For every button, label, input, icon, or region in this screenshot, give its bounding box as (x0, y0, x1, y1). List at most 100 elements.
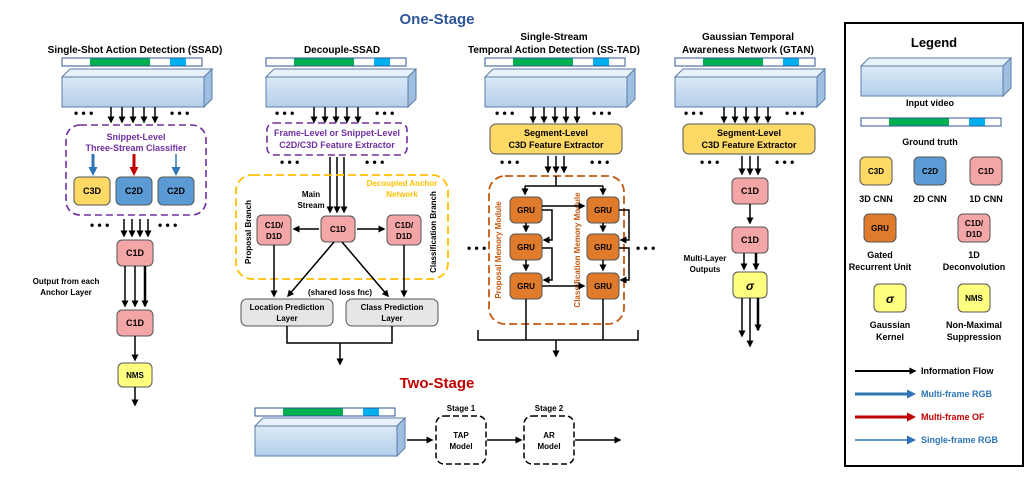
ssad-output-label-2: Anchor Layer (40, 288, 92, 297)
ar-model-box (523, 415, 575, 465)
classification-memory-label: Classification Memory Module (573, 192, 582, 308)
ssad-dots-top: • • • (74, 106, 93, 120)
ssad-classifier-label-1: Snippet-Level (106, 132, 165, 142)
legend-d1d-box-label-2: D1D (966, 230, 982, 239)
decouple-dots-mid: • • • (280, 155, 299, 169)
ssad-c2d-label-b: C2D (167, 186, 186, 196)
legend-gauss-label-1: Gaussian (870, 320, 911, 330)
gtan-c1d-label-b: C1D (741, 235, 760, 245)
sstad-dots-top: • • • (495, 106, 514, 120)
sstad-extractor-label-2: C3D Feature Extractor (508, 140, 604, 150)
sstad-dots-mid-right: • • • (590, 155, 609, 169)
legend-3d-cnn: 3D CNN (859, 194, 893, 204)
legend-title: Legend (911, 35, 957, 50)
gtan-dots-top-right: • • • (785, 106, 804, 120)
classification-branch-label: Classification Branch (429, 191, 438, 273)
gtan-title-1: Gaussian Temporal (702, 32, 794, 43)
gtan-extractor-label-2: C3D Feature Extractor (701, 140, 797, 150)
ssad-input-video (61, 68, 213, 108)
legend-input-video: Input video (906, 98, 954, 108)
ssad-c1d-label-a: C1D (126, 248, 145, 258)
legend-video-icon (860, 57, 1012, 97)
ssad-c3d-label: C3D (83, 186, 102, 196)
ssad-c2d-block-b (157, 176, 195, 206)
legend-1d-cnn: 1D CNN (969, 194, 1003, 204)
decoupled-anchor-box (235, 174, 449, 280)
sstad-extractor-label-1: Segment-Level (524, 128, 588, 138)
ssad-ground-truth-bar (61, 57, 203, 67)
legend-nms-label-2: Suppression (947, 332, 1002, 342)
legend-ground-truth: Ground truth (902, 137, 958, 147)
decouple-c1d-mid-label: C1D (330, 225, 346, 234)
sstad-gru-right-2-label: GRU (594, 243, 612, 252)
legend-gt-icon (860, 117, 1002, 127)
class-prediction-label-1: Class Prediction (361, 303, 424, 312)
sstad-gru-right-3-label: GRU (594, 282, 612, 291)
sstad-ground-truth-bar (484, 57, 626, 67)
sstad-title-2: Temporal Action Detection (SS-TAD) (468, 45, 640, 56)
ssad-c2d-block-a (115, 176, 153, 206)
decouple-dots-top: • • • (275, 106, 294, 120)
sstad-dots-mid: • • • (500, 155, 519, 169)
gtan-title-2: Awareness Network (GTAN) (682, 45, 814, 56)
main-stream-label-2: Stream (297, 201, 324, 210)
decoupled-anchor-label-2: Network (386, 190, 418, 199)
legend-gauss-label-2: Kernel (876, 332, 904, 342)
two-stage-heading: Two-Stage (400, 375, 475, 392)
decouple-c1d-right-label-2: D1D (396, 232, 412, 241)
decouple-c1d-left-label-1: C1D/ (265, 221, 284, 230)
decouple-ground-truth-bar (265, 57, 407, 67)
decouple-ssad-panel: Decouple-SSAD • • • • • • Frame-Level or… (235, 45, 449, 366)
legend-c1d-swatch (969, 156, 1003, 186)
ssad-output-label-1: Output from each (33, 277, 100, 286)
legend-c3d-swatch (859, 156, 893, 186)
legend-d1d-box-label-1: C1D/ (965, 219, 984, 228)
sstad-title-1: Single-Stream (520, 32, 587, 43)
stage1-label: Stage 1 (447, 404, 476, 413)
legend-gru-label-2: Recurrent Unit (849, 262, 912, 272)
sstad-panel: Single-Stream Temporal Action Detection … (467, 32, 655, 358)
legend-c2d-swatch (913, 156, 947, 186)
gtan-dots-mid: • • • (700, 155, 719, 169)
legend-info-flow: Information Flow (921, 366, 994, 376)
two-stage-ground-truth-bar (254, 407, 396, 417)
tap-model-label-2: Model (449, 442, 472, 451)
legend-nms-label-1: Non-Maximal (946, 320, 1002, 330)
tap-model-label-1: TAP (453, 431, 469, 440)
legend-gru-swatch (863, 213, 897, 243)
gtan-input-video (674, 68, 826, 108)
gtan-multi-layer-label-1: Multi-Layer (684, 254, 727, 263)
sstad-gru-left-1-label: GRU (517, 206, 535, 215)
decouple-c1d-mid-block (320, 215, 356, 243)
tap-model-box (435, 415, 487, 465)
legend-nms-swatch (957, 283, 991, 313)
sstad-gru-right-1-label: GRU (594, 206, 612, 215)
decouple-extractor-box (266, 122, 408, 156)
gtan-dots-top: • • • (684, 106, 703, 120)
legend-d1d-label-1: 1D (968, 250, 980, 260)
decouple-input-video (265, 68, 417, 108)
ssad-title: Single-Shot Action Detection (SSAD) (48, 45, 223, 56)
gtan-ground-truth-bar (674, 57, 816, 67)
location-prediction-label-2: Layer (276, 314, 297, 323)
main-stream-label-1: Main (302, 190, 320, 199)
two-stage-panel: Stage 1 TAP Model Stage 2 AR Model (254, 404, 622, 465)
decouple-dots-mid-right: • • • (365, 155, 384, 169)
sstad-gru-left-3-label: GRU (517, 282, 535, 291)
legend-sigma-swatch (873, 283, 907, 313)
one-stage-heading: One-Stage (399, 11, 474, 28)
legend-multi-of: Multi-frame OF (921, 412, 985, 422)
gtan-extractor-block (682, 123, 816, 155)
sstad-input-video (484, 68, 636, 108)
legend-nms-box-label: NMS (965, 294, 983, 303)
legend-frame (844, 22, 1024, 467)
gtan-c1d-label-a: C1D (741, 186, 760, 196)
legend-d1d-swatch (957, 213, 991, 243)
gtan-extractor-label-1: Segment-Level (717, 128, 781, 138)
decouple-dots-top-right: • • • (375, 106, 394, 120)
sstad-dots-right: • • • (636, 241, 655, 255)
legend-sigma-box-label: σ (886, 292, 895, 306)
decoupled-anchor-label-1: Decoupled Anchor (367, 179, 438, 188)
ssad-c1d-label-b: C1D (126, 318, 145, 328)
